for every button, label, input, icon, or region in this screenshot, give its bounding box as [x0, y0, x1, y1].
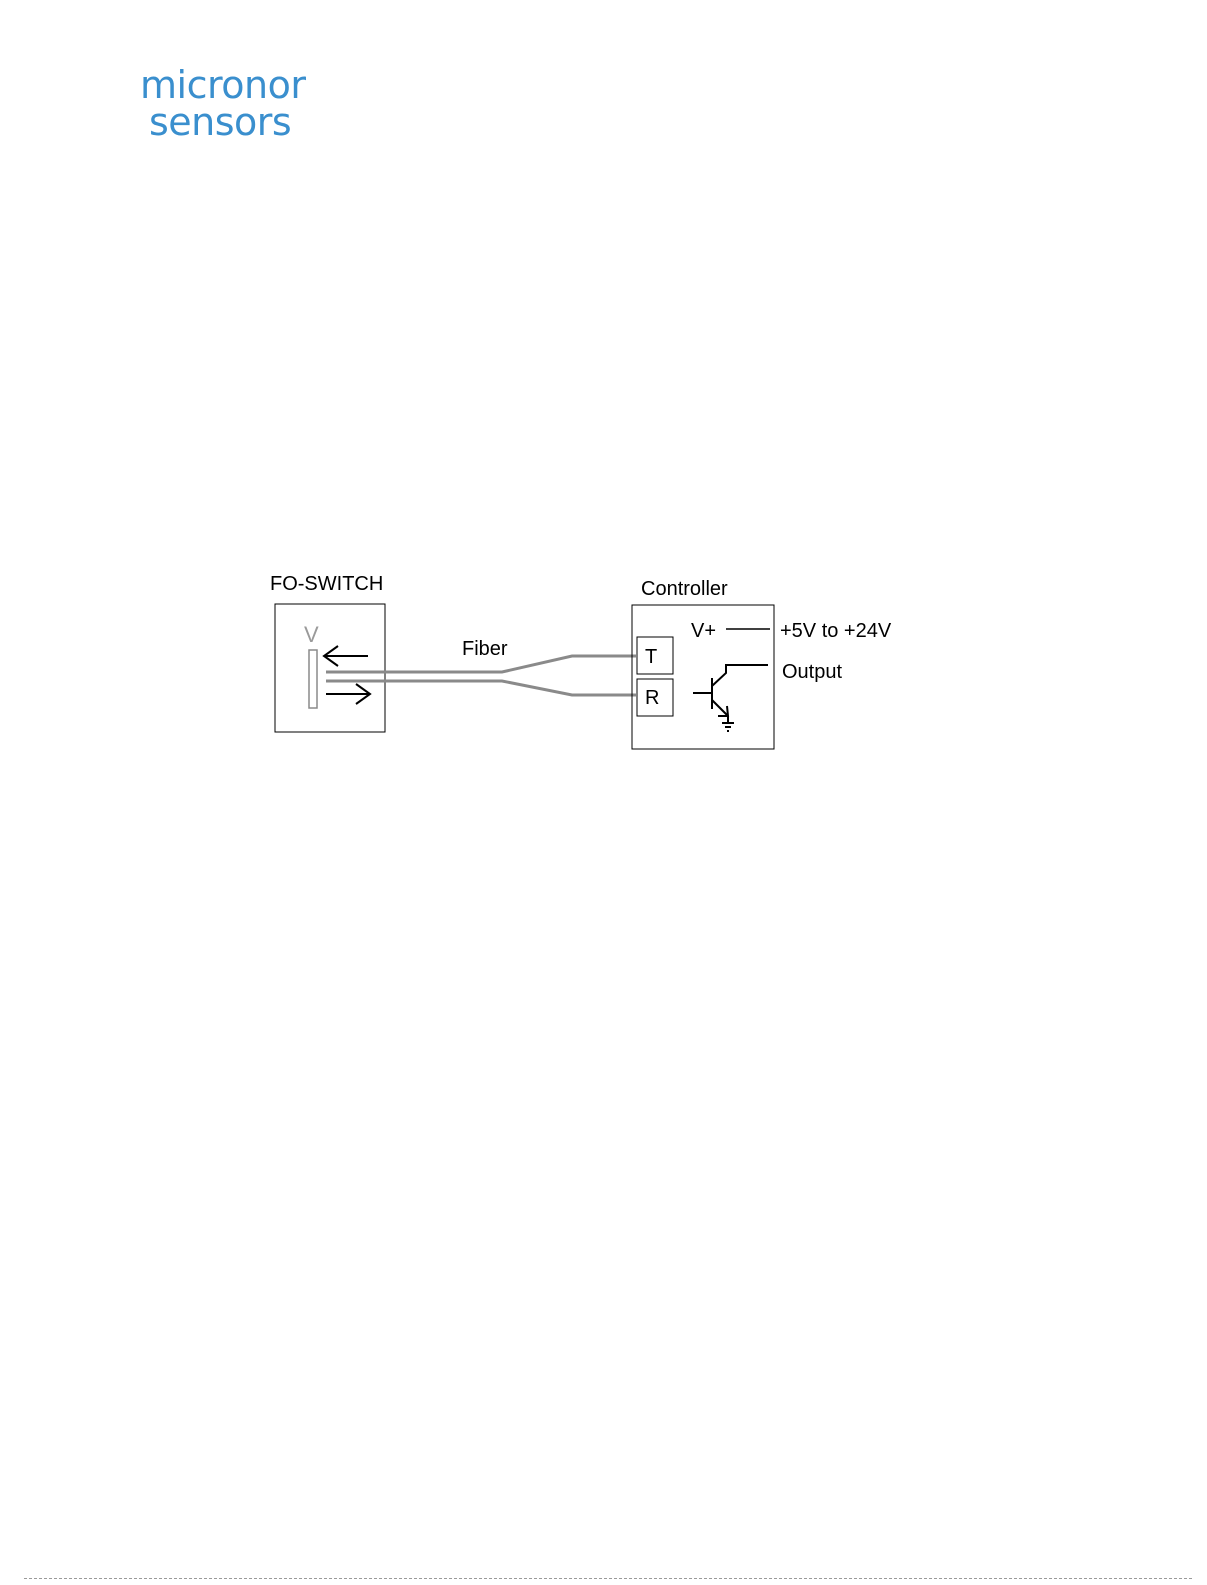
- vplus-label: V+: [691, 620, 716, 642]
- fo-switch-v-mark: V: [304, 622, 319, 647]
- fiber-label: Fiber: [462, 638, 508, 660]
- fiber-cable: [326, 656, 636, 695]
- terminal-r-label: R: [645, 687, 659, 709]
- transistor-icon: [693, 665, 768, 731]
- arrow-left-icon: [324, 646, 368, 666]
- terminal-t-label: T: [645, 646, 657, 668]
- voltage-label: +5V to +24V: [780, 620, 892, 642]
- page-bottom-rule: [24, 1578, 1192, 1579]
- fo-switch-title: FO-SWITCH: [270, 573, 383, 595]
- arrow-right-icon: [326, 684, 370, 704]
- switch-reflector: [309, 650, 317, 708]
- controller-title: Controller: [641, 578, 728, 600]
- fo-switch-box: [275, 604, 385, 732]
- output-label: Output: [782, 661, 842, 683]
